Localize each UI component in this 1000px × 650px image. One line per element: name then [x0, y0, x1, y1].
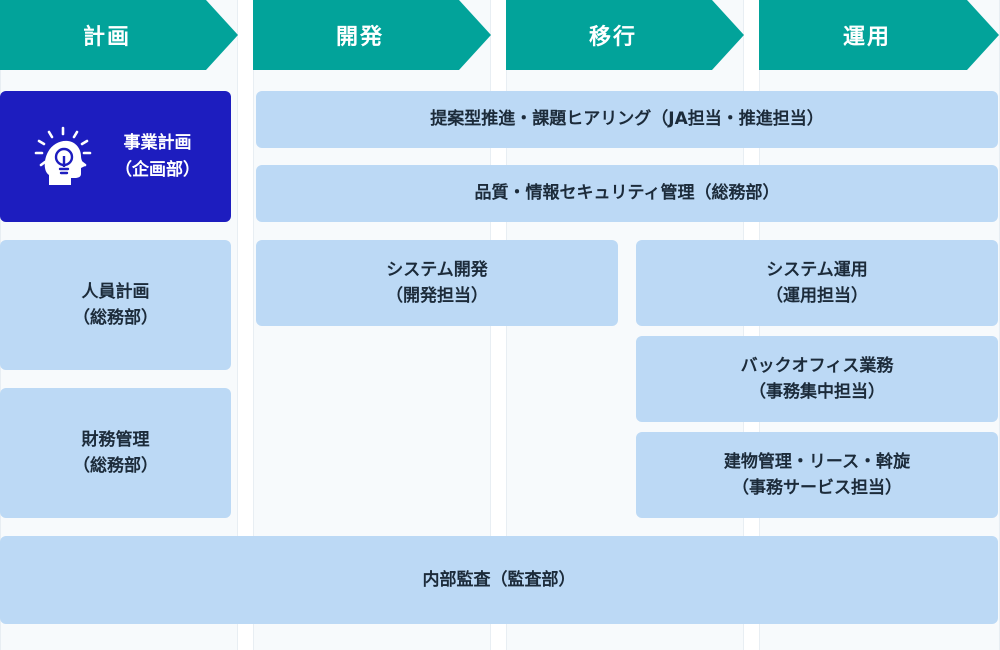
box-system-ops: システム運用 （運用担当） — [636, 240, 998, 326]
box-title: バックオフィス業務 — [740, 355, 894, 376]
box-dept: （事務サービス担当） — [732, 478, 902, 498]
box-title: 事業計画 — [123, 133, 192, 154]
phase-label: 運用 — [842, 25, 891, 50]
box-title: 建物管理・リース・斡旋 — [723, 451, 911, 472]
phase-label: 計画 — [82, 25, 131, 50]
box-hr-plan: 人員計画 （総務部） — [0, 240, 231, 370]
box-dept: （開発担当） — [386, 286, 488, 306]
phase-plan: 計画 — [0, 0, 238, 70]
box-title: システム開発 — [386, 259, 488, 280]
box-title: 内部監査（監査部） — [422, 569, 576, 590]
box-building: 建物管理・リース・斡旋 （事務サービス担当） — [636, 432, 998, 518]
box-system-dev: システム開発 （開発担当） — [256, 240, 618, 326]
box-title: 人員計画 — [81, 281, 150, 302]
box-title: 財務管理 — [81, 429, 150, 450]
box-quality-security: 品質・情報セキュリティ管理（総務部） — [256, 165, 998, 222]
box-finance: 財務管理 （総務部） — [0, 388, 231, 518]
box-title: システム運用 — [766, 259, 868, 280]
phase-label: 開発 — [335, 25, 384, 50]
box-dept: （運用担当） — [766, 286, 868, 306]
box-dept: （総務部） — [73, 456, 158, 476]
phase-migration: 移行 — [506, 0, 744, 70]
box-title: 品質・情報セキュリティ管理（総務部） — [474, 183, 780, 204]
phase-development: 開発 — [253, 0, 491, 70]
box-back-office: バックオフィス業務 （事務集中担当） — [636, 336, 998, 422]
box-internal-audit: 内部監査（監査部） — [0, 536, 998, 624]
box-dept: （企画部） — [115, 159, 200, 180]
phase-operation: 運用 — [759, 0, 999, 70]
box-title: 提案型推進・課題ヒアリング（JA担当・推進担当） — [430, 109, 824, 130]
lightbulb-head-icon — [34, 126, 92, 185]
phase-label: 移行 — [588, 25, 637, 50]
box-dept: （総務部） — [73, 308, 158, 328]
box-proposal: 提案型推進・課題ヒアリング（JA担当・推進担当） — [256, 91, 998, 148]
box-business-plan: 事業計画 （企画部） — [0, 91, 231, 222]
box-dept: （事務集中担当） — [749, 382, 885, 402]
